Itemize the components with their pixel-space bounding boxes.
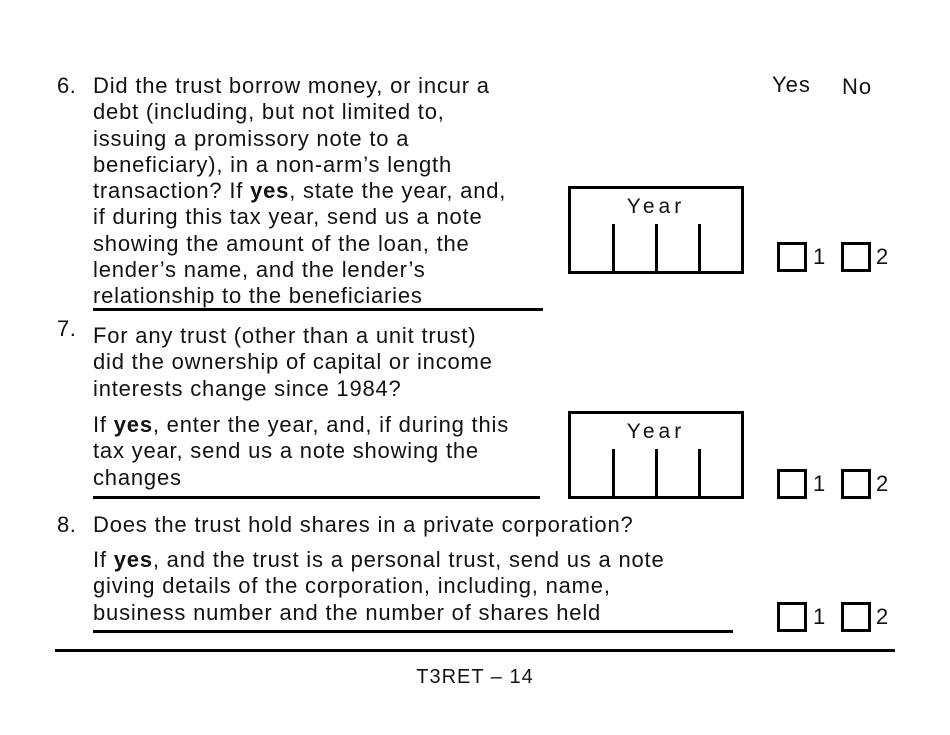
question-8-text: Does the trust hold shares in a private … <box>93 512 634 537</box>
question-7-number: 7. <box>57 316 77 341</box>
question-7-answer-line <box>93 496 540 499</box>
question-8-answer-line <box>93 630 733 633</box>
question-7-no-checkbox[interactable] <box>841 469 871 499</box>
question-7-text: For any trust (other than a unit trust)d… <box>93 323 493 401</box>
year-digit-divider <box>612 449 615 496</box>
question-6-number: 6. <box>57 73 77 98</box>
question-7-year-box[interactable]: Year <box>568 411 744 499</box>
question-8-yes-code: 1 <box>813 604 826 629</box>
year-digit-divider <box>655 224 658 271</box>
yes-column-header: Yes <box>772 72 811 97</box>
question-7-yes-code: 1 <box>813 471 826 496</box>
question-6-year-box[interactable]: Year <box>568 186 744 274</box>
question-8-instruction: If yes, and the trust is a personal trus… <box>93 547 665 625</box>
year-box-label: Year <box>626 195 686 218</box>
year-digit-divider <box>698 224 701 271</box>
year-box-label: Year <box>626 420 686 443</box>
question-8-no-checkbox[interactable] <box>841 602 871 632</box>
question-6-no-checkbox[interactable] <box>841 242 871 272</box>
footer-divider <box>55 649 895 652</box>
no-column-header: No <box>842 74 873 99</box>
question-7-yes-checkbox[interactable] <box>777 469 807 499</box>
question-6-yes-code: 1 <box>813 244 826 269</box>
question-8-yes-checkbox[interactable] <box>777 602 807 632</box>
question-6-answer-line <box>93 308 543 311</box>
year-digit-divider <box>698 449 701 496</box>
question-6-no-code: 2 <box>876 244 889 269</box>
year-digit-divider <box>612 224 615 271</box>
question-8-no-code: 2 <box>876 604 889 629</box>
page-number: T3RET – 14 <box>416 666 534 688</box>
question-7-instruction: If yes, enter the year, and, if during t… <box>93 412 509 490</box>
question-6-yes-checkbox[interactable] <box>777 242 807 272</box>
question-7-no-code: 2 <box>876 471 889 496</box>
year-digit-divider <box>655 449 658 496</box>
question-8-number: 8. <box>57 512 77 537</box>
